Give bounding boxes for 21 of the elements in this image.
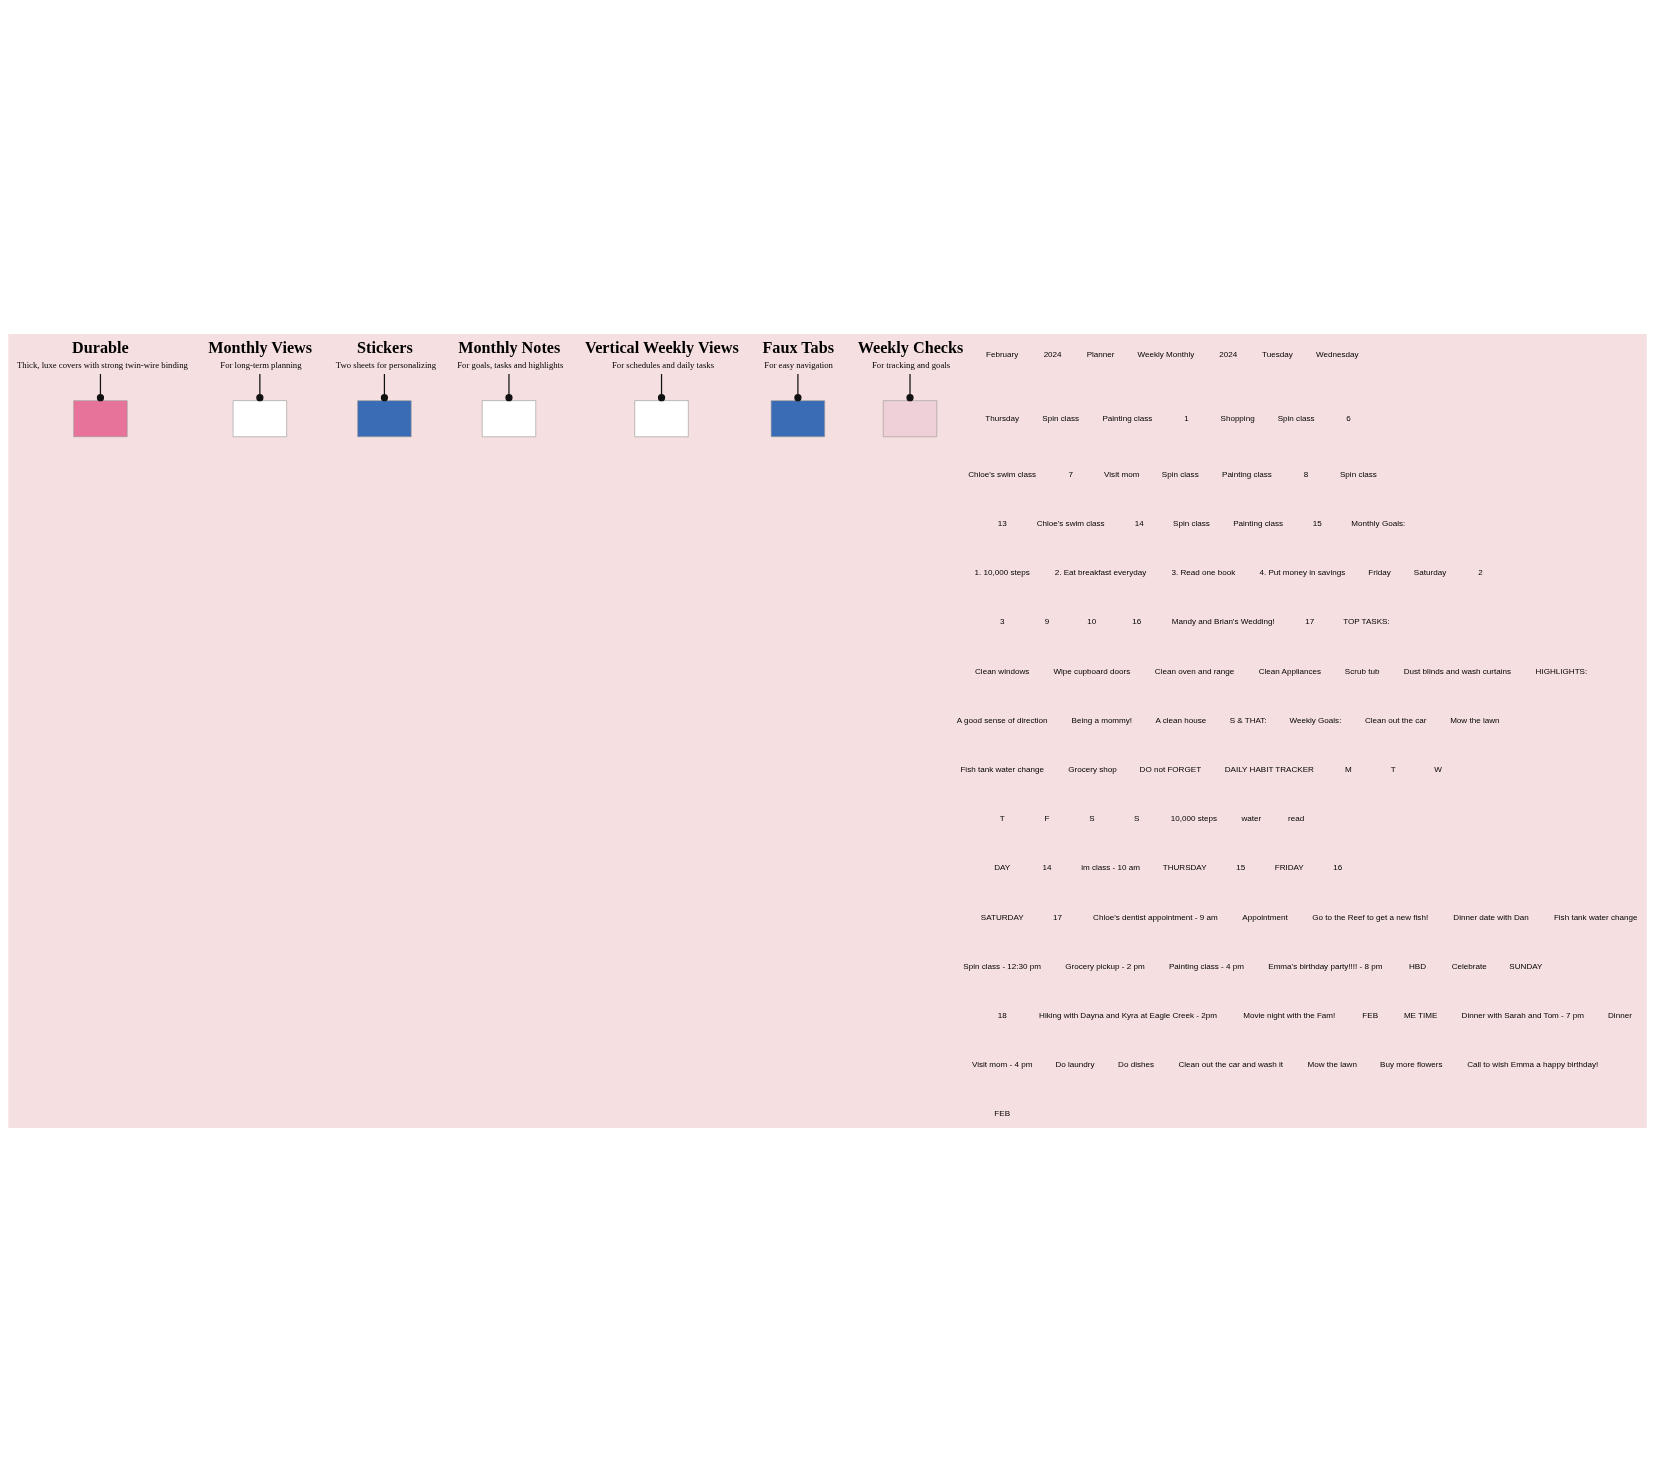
node-text: Vertical Weekly Views For schedules and daily tasks [584, 338, 739, 370]
node-text: Weekly Checks For tracking and goals [857, 338, 964, 370]
connector [657, 373, 666, 402]
node-box [770, 400, 825, 438]
node-box [481, 400, 537, 438]
connector [794, 373, 802, 402]
connector [256, 373, 264, 402]
connector [906, 373, 914, 402]
node-box [232, 400, 287, 438]
node-text: Stickers Two sheets for personalizing [335, 338, 437, 370]
connector [380, 373, 389, 402]
node-box [73, 400, 128, 438]
node-text: Monthly Views For long-term planning [208, 338, 313, 370]
node-box [634, 400, 689, 438]
node-box [882, 400, 938, 438]
node-text: Durable Thick, luxe covers with strong twin-wire binding [17, 338, 188, 370]
node-box [357, 400, 412, 438]
connector [505, 373, 513, 402]
node-text: Monthly Notes For goals, tasks and highlights [457, 338, 564, 370]
connector [96, 373, 105, 402]
node-text: Faux Tabs For easy navigation [762, 338, 834, 370]
